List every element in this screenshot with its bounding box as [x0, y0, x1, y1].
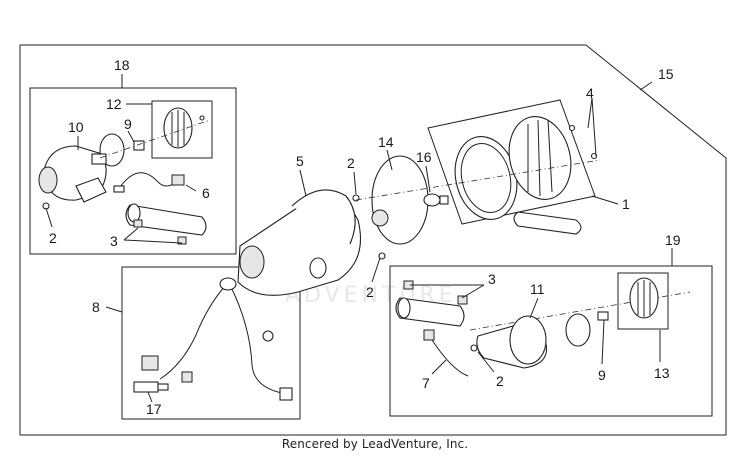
- callout-numbers: 18 12 10 9 6 2 3 5 2 14 16 4 15 1 19 2 8…: [49, 57, 681, 417]
- callout-7: 7: [422, 375, 430, 391]
- fuse-holder-17: [133, 381, 169, 393]
- callout-8: 8: [92, 299, 100, 315]
- harness-box-8: [121, 266, 301, 420]
- callout-2-top: 2: [347, 155, 355, 171]
- subassembly-inner-box-13: [617, 272, 669, 330]
- assembly-frame-15: [19, 44, 727, 436]
- lens-12: [163, 107, 205, 149]
- subassembly-box-19: [389, 265, 713, 417]
- headlight-shell-5: [237, 189, 362, 296]
- callout-14: 14: [378, 134, 394, 150]
- axis-line-left: [99, 119, 211, 159]
- callout-1: 1: [622, 196, 630, 212]
- axis-line-center: [355, 159, 601, 201]
- callout-16: 16: [416, 149, 432, 165]
- callout-3-left: 3: [110, 233, 118, 249]
- subassembly-inner-box-12: [151, 100, 213, 159]
- callout-2-mid: 2: [366, 284, 374, 300]
- gasket-1: [513, 211, 582, 235]
- turn-signal-housing-10: [38, 145, 107, 203]
- callout-10: 10: [68, 119, 84, 135]
- callout-9-left: 9: [124, 116, 132, 132]
- callout-3-right: 3: [488, 271, 496, 287]
- bulb-16: [423, 193, 449, 207]
- callout-18: 18: [114, 57, 130, 73]
- turn-signal-housing-11: [476, 315, 548, 369]
- bulb-socket-right: [565, 311, 609, 347]
- headlight-ring-1: [454, 136, 518, 220]
- callout-2-left: 2: [49, 230, 57, 246]
- callout-5: 5: [296, 153, 304, 169]
- leader-lines: [45, 74, 673, 403]
- render-credit: Rencered by LeadVenture, Inc.: [281, 437, 469, 451]
- callout-2-right: 2: [496, 373, 504, 389]
- callout-19: 19: [665, 232, 681, 248]
- wire-connector-6: [113, 172, 185, 193]
- callout-9-right: 9: [598, 367, 606, 383]
- lens-13: [629, 277, 659, 319]
- subassembly-box-18: [29, 87, 237, 255]
- bulb-socket-left: [91, 133, 145, 167]
- wire-connector-7: [423, 329, 469, 377]
- reflector-14: [371, 155, 429, 245]
- callout-11: 11: [530, 281, 545, 297]
- callout-17: 17: [146, 401, 162, 417]
- wiring-harness-8: [141, 277, 293, 401]
- callout-6: 6: [202, 185, 210, 201]
- lens-group-box-1: [427, 99, 596, 225]
- screw-4a: [568, 124, 576, 132]
- callout-13: 13: [654, 365, 670, 381]
- clamp-right: [395, 280, 468, 327]
- screw-4b: [590, 152, 598, 160]
- callout-12: 12: [106, 96, 122, 112]
- headlight-lens-1: [508, 116, 572, 200]
- callout-15: 15: [658, 66, 674, 82]
- screw-2-top: [352, 194, 360, 202]
- screw-2-right: [470, 344, 478, 352]
- screw-2-mid: [378, 252, 386, 260]
- clamp-left: [125, 203, 207, 245]
- callout-4: 4: [586, 85, 594, 101]
